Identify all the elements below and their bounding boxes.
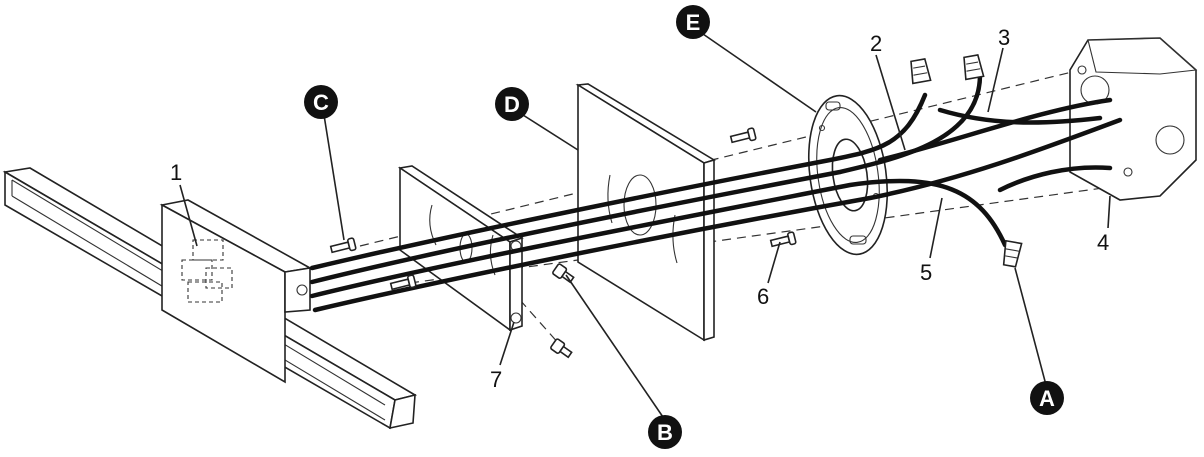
callout-c: C	[304, 85, 338, 119]
part-number-3: 3	[998, 25, 1010, 50]
screw-6	[769, 231, 797, 248]
callout-e-label: E	[686, 10, 701, 35]
wire-nut-1	[910, 58, 932, 85]
leader-lines	[179, 33, 1111, 421]
part-numbers: 1 2 3 4 5 6 7	[170, 25, 1109, 392]
wire-nut-3	[1002, 239, 1023, 268]
callout-c-label: C	[313, 90, 329, 115]
screws	[329, 127, 797, 359]
callout-e: E	[676, 5, 710, 39]
callout-a: A	[1030, 381, 1064, 415]
supply-wires	[309, 72, 1123, 313]
part-number-7: 7	[490, 367, 502, 392]
light-fixture-bar	[2, 167, 418, 430]
internal-clip-outline	[181, 239, 233, 303]
wire-nuts	[910, 54, 1023, 268]
callout-d: D	[495, 87, 529, 121]
screw-e-upper	[729, 127, 757, 144]
junction-box	[1069, 37, 1198, 201]
screw-b-lower	[550, 338, 573, 359]
part-number-1: 1	[170, 160, 182, 185]
part-number-6: 6	[757, 284, 769, 309]
part-number-4: 4	[1097, 230, 1109, 255]
callout-d-label: D	[504, 92, 520, 117]
wall-plate-gasket	[575, 83, 716, 342]
screw-fixture	[389, 274, 417, 291]
callout-a-label: A	[1039, 386, 1055, 411]
wire-nut-2	[963, 54, 985, 81]
part-number-2: 2	[870, 31, 882, 56]
screw-c	[329, 237, 357, 254]
callout-b: B	[648, 415, 682, 449]
callout-b-label: B	[657, 420, 673, 445]
part-number-5: 5	[920, 260, 932, 285]
screw-b-upper	[552, 263, 575, 284]
